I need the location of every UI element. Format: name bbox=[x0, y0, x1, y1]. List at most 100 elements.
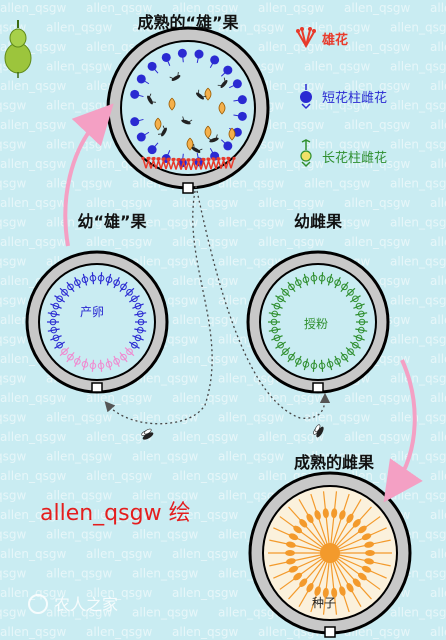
wasp-icon bbox=[195, 89, 207, 100]
gall-icon bbox=[218, 101, 226, 115]
watermark-text: allen_qsgw bbox=[0, 547, 66, 561]
short-style-flower bbox=[59, 347, 70, 357]
short-style-flower bbox=[74, 355, 81, 368]
watermark-text: allen_qsgw bbox=[390, 99, 446, 113]
long-style-flower bbox=[340, 351, 349, 363]
watermark-text: allen_qsgw bbox=[0, 79, 66, 93]
seed-icon bbox=[288, 533, 299, 541]
short-style-flower bbox=[47, 328, 60, 332]
watermark-text: allen_qsgw bbox=[0, 469, 66, 483]
watermark-text: allen_qsgw bbox=[430, 274, 446, 288]
short-style-flower bbox=[106, 273, 112, 286]
watermark-text: allen_qsgw bbox=[258, 430, 324, 444]
watermark-text: allen_qsgw bbox=[86, 235, 152, 249]
seed-icon bbox=[361, 565, 372, 573]
short-style-flower bbox=[113, 355, 120, 368]
long-style-female-icon bbox=[300, 139, 312, 168]
pollination-label: 授粉 bbox=[304, 316, 328, 331]
watermark-text: allen_qsgw bbox=[0, 430, 66, 444]
watermark-text: allen_qsgw bbox=[218, 606, 284, 620]
long-style-flower bbox=[287, 281, 296, 293]
watermark-text: allen_qsgw bbox=[390, 138, 446, 152]
watermark-text: allen_qsgw bbox=[0, 372, 26, 386]
watermark-text: allen_qsgw bbox=[0, 391, 66, 405]
watermark-text: allen_qsgw bbox=[344, 79, 410, 93]
seed-icon bbox=[322, 508, 329, 519]
short-style-flower bbox=[132, 303, 144, 309]
seed-icon bbox=[357, 572, 367, 581]
watermark-text: allen_qsgw bbox=[0, 255, 26, 269]
long-style-flower bbox=[280, 347, 291, 357]
watermark-text: allen_qsgw bbox=[46, 21, 112, 35]
watermark-text: allen_qsgw bbox=[430, 469, 446, 483]
watermark-text: allen_qsgw bbox=[0, 450, 26, 464]
short-style-flower bbox=[50, 303, 62, 309]
watermark-text: allen_qsgw bbox=[46, 177, 112, 191]
short-style-flower bbox=[119, 281, 128, 293]
watermark-text: allen_qsgw bbox=[390, 216, 446, 230]
legend-short-style-label: 短花柱雌花 bbox=[322, 90, 387, 106]
watermark-text: allen_qsgw bbox=[218, 411, 284, 425]
seed-icon bbox=[364, 541, 375, 548]
short-style-flower bbox=[99, 359, 103, 372]
watermark-text: allen_qsgw bbox=[218, 21, 284, 35]
site-logo: 农人之家 bbox=[28, 594, 118, 614]
short-style-flower bbox=[124, 287, 135, 297]
watermark-text: allen_qsgw bbox=[258, 196, 324, 210]
watermark-text: allen_qsgw bbox=[0, 235, 66, 249]
watermark-text: allen_qsgw bbox=[430, 430, 446, 444]
watermark-text: allen_qsgw bbox=[258, 157, 324, 171]
long-style-flower bbox=[340, 281, 349, 293]
watermark-text: allen_qsgw bbox=[0, 333, 26, 347]
watermark-text: allen_qsgw bbox=[86, 391, 152, 405]
legend: 雄花 短花柱雌花 长花柱雌花 bbox=[296, 27, 387, 168]
long-style-flower bbox=[353, 303, 365, 309]
short-style-flower bbox=[91, 272, 95, 285]
short-style-flower bbox=[132, 335, 144, 341]
short-style-flower bbox=[134, 312, 147, 316]
watermark-text: allen_qsgw bbox=[218, 489, 284, 503]
watermark-text: allen_qsgw bbox=[132, 372, 198, 386]
watermark-text: allen_qsgw bbox=[132, 528, 198, 542]
wasp-icon bbox=[157, 125, 167, 137]
short-style-flower bbox=[128, 295, 140, 303]
watermark-text: allen_qsgw bbox=[344, 1, 410, 15]
watermark-text: allen_qsgw bbox=[0, 489, 26, 503]
short-style-flower bbox=[54, 341, 66, 349]
watermark-text: allen_qsgw bbox=[0, 138, 26, 152]
watermark-text: allen_qsgw bbox=[430, 79, 446, 93]
young-to-mature-female-arrow bbox=[383, 359, 423, 503]
wasp-icon bbox=[207, 134, 219, 143]
seed-icon bbox=[306, 583, 314, 593]
watermark-text: allen_qsgw bbox=[344, 235, 410, 249]
watermark-text: allen_qsgw bbox=[172, 196, 238, 210]
watermark-text: allen_qsgw bbox=[430, 235, 446, 249]
watermark-text: allen_qsgw bbox=[430, 508, 446, 522]
credit-text: allen_qsgw 绘 bbox=[40, 501, 191, 526]
seed-icon bbox=[314, 510, 321, 520]
long-style-flower bbox=[355, 328, 368, 332]
oviposition-label: 产卵 bbox=[80, 305, 104, 319]
fig-fruit-icon bbox=[4, 20, 32, 78]
watermark-text: allen_qsgw bbox=[132, 567, 198, 581]
long-style-flower bbox=[312, 359, 316, 372]
long-style-flower bbox=[349, 295, 361, 303]
watermark-text: allen_qsgw bbox=[172, 274, 238, 288]
seed-icon bbox=[365, 550, 375, 556]
short-style-female-icon bbox=[300, 84, 312, 110]
gall-icon bbox=[168, 97, 176, 111]
seed-icon bbox=[364, 558, 375, 565]
watermark-text: allen_qsgw bbox=[46, 489, 112, 503]
watermark-text: allen_qsgw bbox=[344, 391, 410, 405]
short-style-flower bbox=[106, 358, 112, 371]
watermark-text: allen_qsgw bbox=[0, 294, 26, 308]
watermark-text: allen_qsgw bbox=[172, 313, 238, 327]
mature-male-fig-circle bbox=[106, 26, 270, 194]
watermark-text: allen_qsgw bbox=[132, 606, 198, 620]
watermark-text: allen_qsgw bbox=[0, 1, 66, 15]
seed-icon bbox=[299, 578, 308, 587]
watermark-text: allen_qsgw bbox=[0, 508, 66, 522]
watermark-text: allen_qsgw bbox=[46, 606, 112, 620]
watermark-text: allen_qsgw bbox=[0, 606, 26, 620]
wasp-icon bbox=[169, 71, 181, 81]
